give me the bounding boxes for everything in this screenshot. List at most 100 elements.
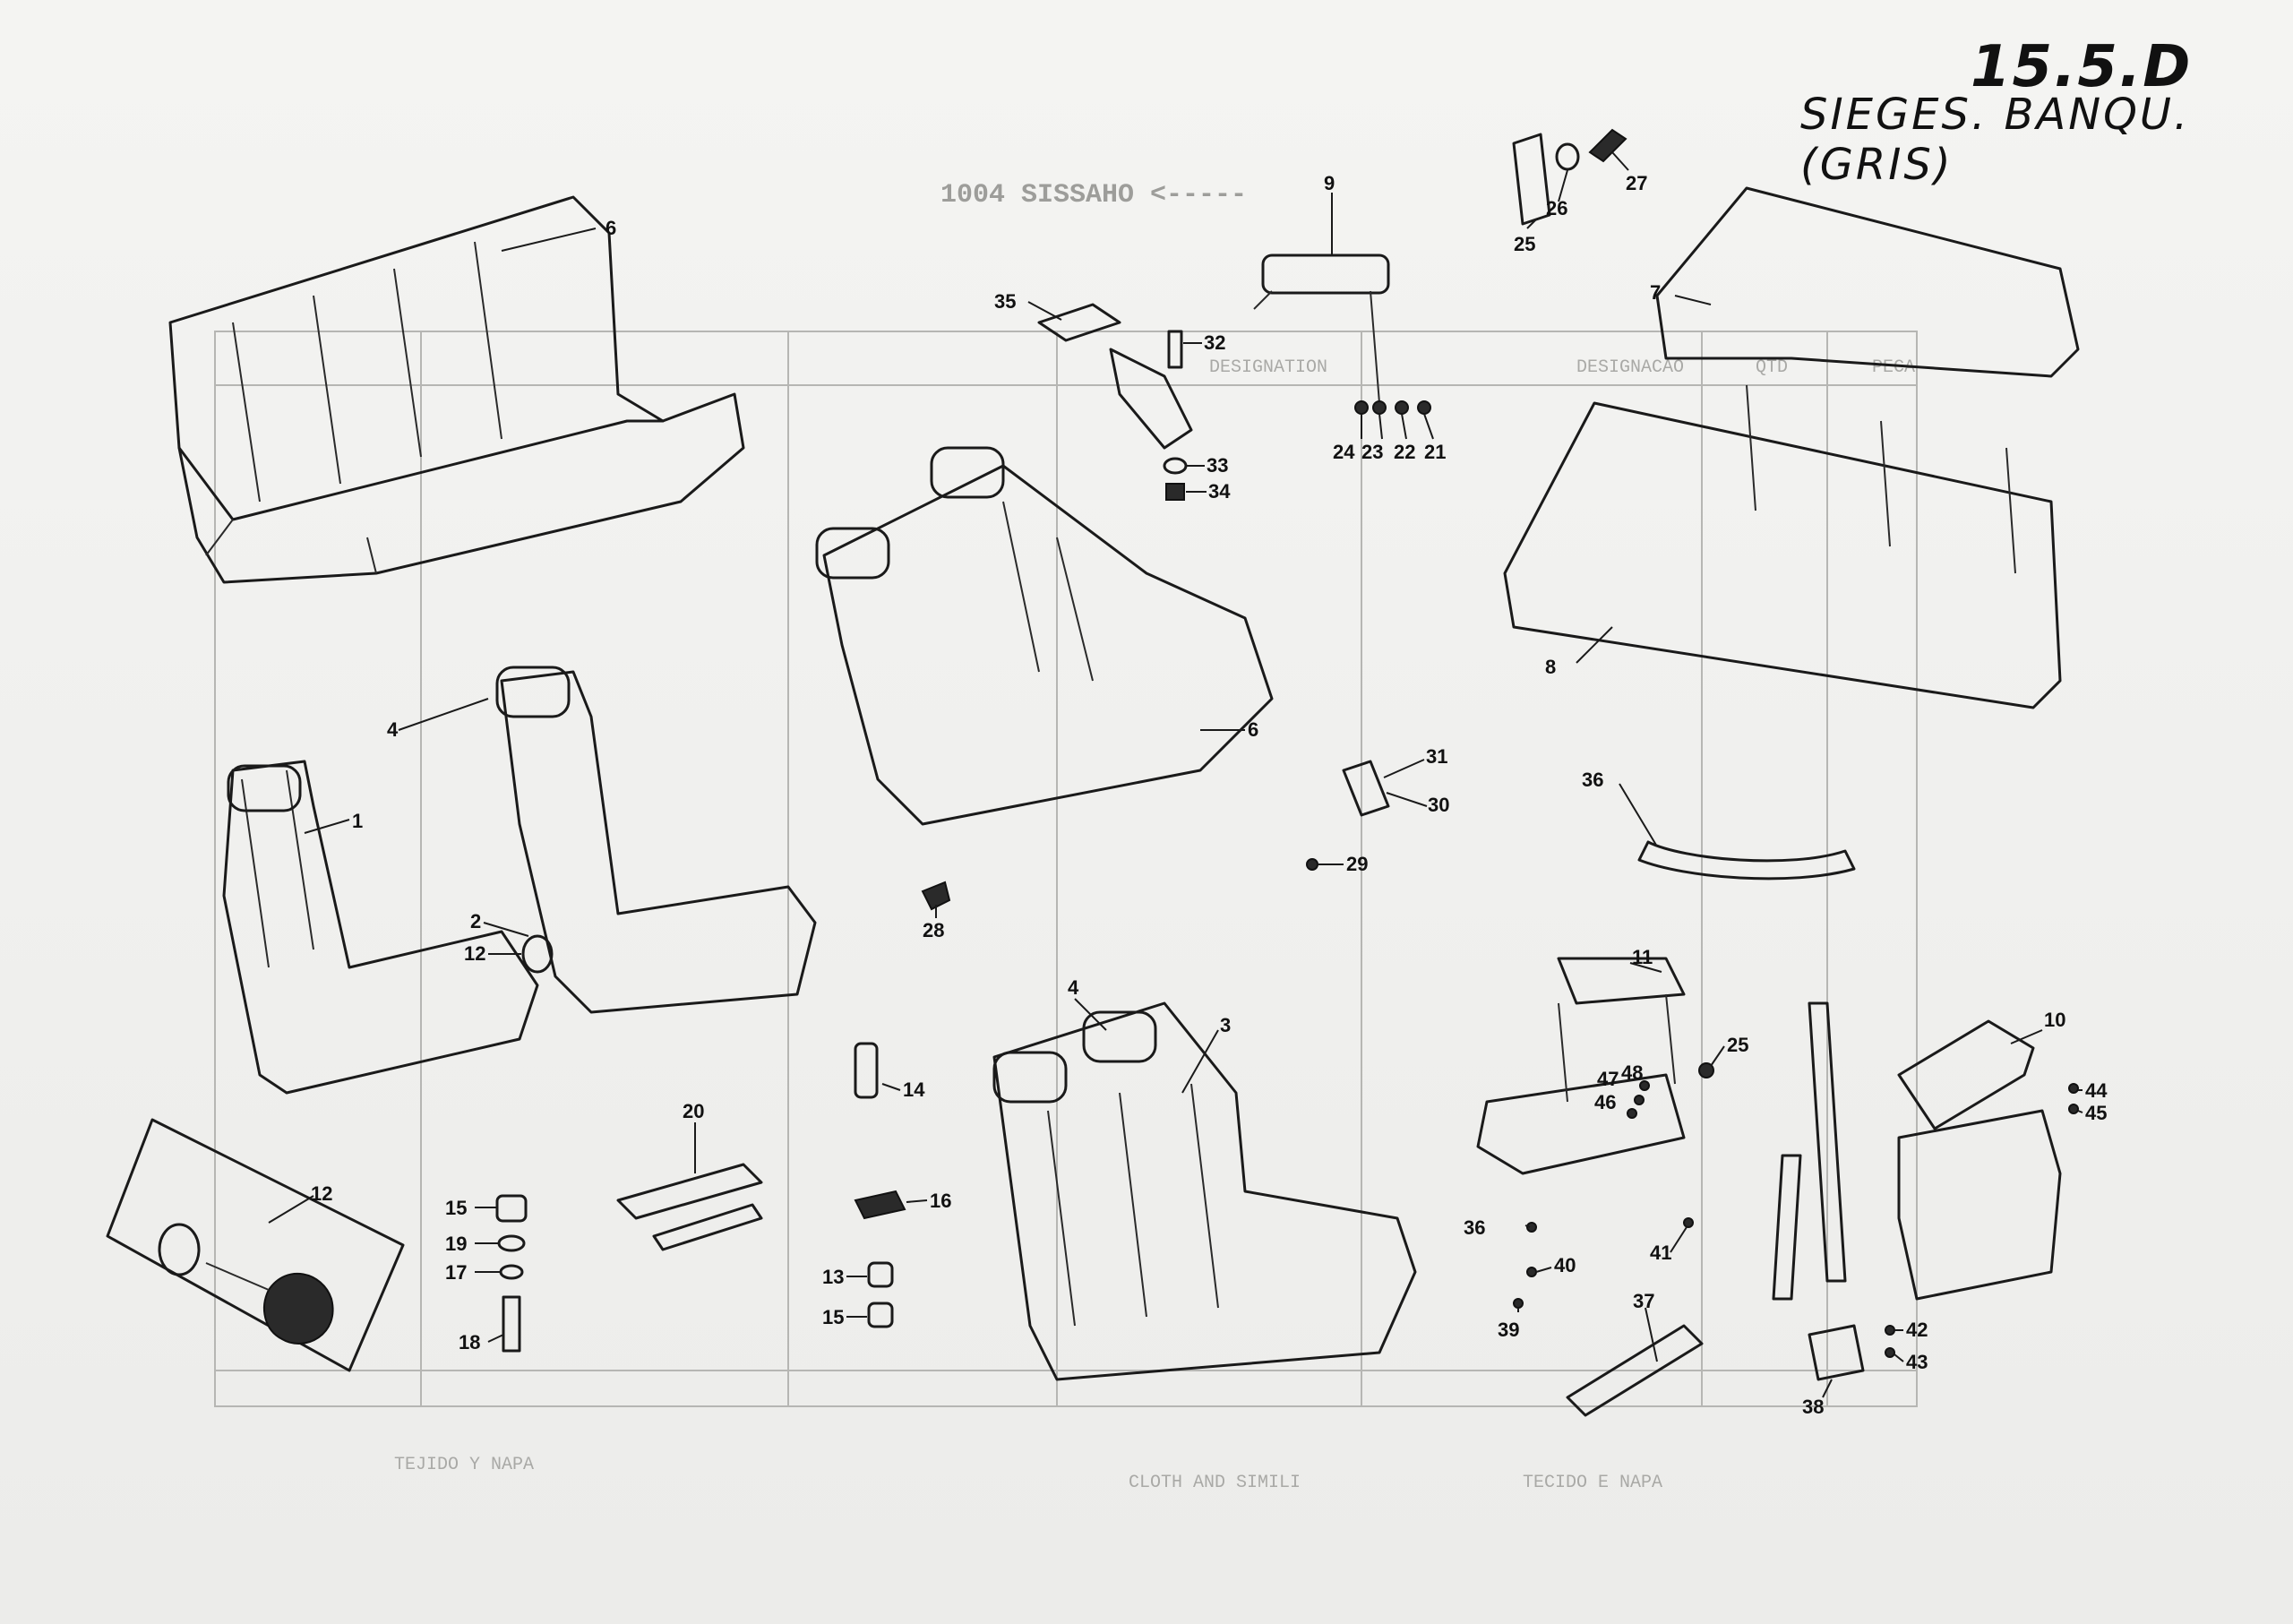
center-seat-pleats	[1002, 501, 1094, 682]
leader-23	[1378, 413, 1383, 440]
callout-45: 45	[2085, 1102, 2107, 1124]
belt-anchor-plate-38	[1808, 1324, 1865, 1381]
rear-headrest-bracket	[1253, 290, 1380, 404]
folding-bench-cushion-8	[1503, 401, 2062, 709]
callout-25a: 25	[1514, 233, 1535, 255]
fastener-nut-15	[495, 1194, 528, 1223]
section-title-handwritten: SIEGES. BANQU.(GRIS)	[1800, 90, 2191, 190]
recliner-knob	[158, 1223, 201, 1276]
armrest-pad-35	[1037, 303, 1121, 342]
callout-48: 48	[1621, 1061, 1643, 1084]
lower-seat-pleats	[1047, 1083, 1219, 1327]
ghost-col-designacao: DESIGNACAO	[1576, 357, 1684, 378]
lower-seat-outline	[992, 1001, 1417, 1381]
callout-18: 18	[459, 1331, 480, 1353]
slide-rail-upper	[616, 1163, 763, 1220]
leader-14	[881, 1083, 901, 1091]
callout-7: 7	[1650, 281, 1661, 304]
leader-25a	[1526, 219, 1537, 229]
seat-slide-hardware	[616, 1042, 906, 1328]
callout-29: 29	[1346, 853, 1368, 875]
bench-seat-pleats	[232, 241, 502, 503]
front-seat-left-pleats	[241, 769, 314, 968]
ghost-footer-right: TEJIDO Y NAPA	[394, 1455, 534, 1475]
callout-1: 1	[352, 810, 363, 832]
console-lid	[1897, 1019, 2035, 1130]
callout-37: 37	[1633, 1290, 1654, 1312]
fastener-washer-17	[499, 1264, 524, 1280]
pivot-48	[1634, 1095, 1645, 1105]
front-seat-left-outline	[222, 760, 539, 1095]
bench-seat-base	[205, 519, 377, 574]
callout-13: 13	[822, 1266, 844, 1288]
callout-9: 9	[1324, 172, 1335, 194]
leader-6a	[501, 228, 597, 252]
leader-41	[1670, 1226, 1688, 1253]
fastener-22	[1395, 400, 1409, 415]
callout-28: 28	[923, 919, 944, 941]
ghost-col-peca: PECA	[1872, 357, 1915, 378]
callout-10: 10	[2044, 1009, 2065, 1031]
console-body	[1897, 1109, 2062, 1301]
bolt-40	[1526, 1267, 1537, 1277]
callout-34: 34	[1208, 480, 1231, 503]
leader-36b	[1524, 1224, 1531, 1228]
leader-27	[1611, 151, 1629, 171]
bolt-14	[854, 1042, 879, 1099]
front-seat-right-headrest	[495, 666, 571, 718]
rear-bench-seat	[168, 195, 745, 584]
callout-23: 23	[1361, 441, 1383, 463]
callout-36b: 36	[1464, 1216, 1485, 1239]
leader-40	[1535, 1267, 1552, 1273]
leader-30	[1386, 792, 1428, 807]
jump-seat-back	[1557, 957, 1686, 1005]
center-double-seat	[815, 446, 1274, 826]
jump-seat-cushion	[1476, 1073, 1686, 1175]
jump-seat-11	[1476, 957, 1714, 1175]
leader-4b	[1074, 998, 1107, 1031]
callout-15b: 15	[822, 1306, 844, 1328]
front-seat-left	[222, 760, 539, 1095]
callout-20: 20	[683, 1100, 704, 1122]
bolt-41	[1683, 1217, 1694, 1228]
front-seat-left-headrest	[227, 764, 302, 812]
washer-33	[1163, 457, 1188, 475]
bolt-25b	[1698, 1062, 1714, 1078]
fastener-21	[1417, 400, 1431, 415]
recliner-mechanism	[263, 1273, 334, 1345]
leader-31	[1383, 759, 1425, 778]
bolt-42	[1885, 1325, 1895, 1336]
leader-7	[1674, 295, 1712, 305]
leader-3	[1181, 1029, 1219, 1094]
ghost-col-designation: DESIGNATION	[1209, 357, 1327, 378]
rear-headrest-9	[1261, 253, 1390, 295]
callout-44: 44	[2085, 1079, 2108, 1102]
callout-35: 35	[994, 290, 1016, 313]
seat-belt-37	[1513, 1001, 1895, 1417]
callout-4a: 4	[387, 718, 399, 741]
bench-seat-outline	[168, 195, 745, 584]
fastener-23	[1372, 400, 1387, 415]
leader-35	[1027, 301, 1062, 321]
bolt-36b	[1526, 1222, 1537, 1233]
lower-seat-headrest-b	[1082, 1010, 1157, 1063]
fastener-24	[1354, 400, 1369, 415]
bolt-43	[1885, 1347, 1895, 1358]
leader-26	[1558, 169, 1568, 202]
leader-43	[1894, 1353, 1904, 1362]
callout-43: 43	[1906, 1351, 1928, 1373]
callout-36a: 36	[1582, 769, 1603, 791]
lower-center-seat	[992, 1001, 1417, 1381]
ghost-col-qty: QTD	[1756, 357, 1788, 378]
leader-45	[2077, 1110, 2083, 1113]
callout-47: 47	[1597, 1068, 1619, 1090]
belt-anchor-hardware	[921, 760, 1390, 911]
console-box-10	[1897, 1019, 2079, 1301]
leader-36a	[1619, 783, 1658, 847]
mount-bracket-25	[1512, 133, 1551, 226]
callout-22: 22	[1394, 441, 1415, 463]
page-reference-handwritten: 15.5.D	[1971, 34, 2193, 100]
callout-12a: 12	[464, 942, 485, 965]
nut-34	[1165, 483, 1185, 501]
callout-labels: 6 4 1 2 12 12 15 19 17 18 20 14 16 13 15…	[311, 172, 2108, 1418]
